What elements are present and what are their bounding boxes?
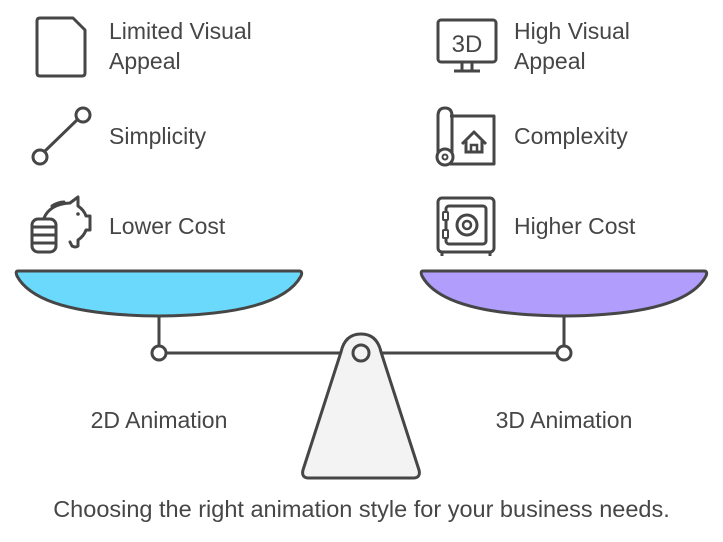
- 2d-animation-label: 2D Animation: [90, 407, 228, 433]
- safe-vault-icon: [436, 196, 496, 256]
- piggy-bank-coins-icon: [30, 195, 92, 254]
- right-pan: [419, 269, 709, 318]
- limited-visual-appeal-label: Limited Visual Appeal: [109, 18, 252, 74]
- simple-line-icon: [31, 106, 92, 166]
- complexity-label: Complexity: [514, 123, 628, 149]
- blueprint-house-icon: [435, 106, 496, 167]
- diagram-caption: Choosing the right animation style for y…: [53, 496, 670, 522]
- 3d-monitor-icon: 3D: [436, 18, 498, 73]
- left-pan: [14, 269, 304, 318]
- higher-cost-label: Higher Cost: [514, 213, 636, 239]
- 3d-animation-label: 3D Animation: [495, 407, 633, 433]
- blank-document-icon: [35, 16, 87, 78]
- svg-text:3D: 3D: [452, 31, 483, 58]
- lower-cost-label: Lower Cost: [109, 213, 226, 239]
- high-visual-appeal-label: High Visual Appeal: [514, 18, 630, 74]
- fulcrum: [301, 332, 421, 480]
- simplicity-label: Simplicity: [109, 123, 207, 149]
